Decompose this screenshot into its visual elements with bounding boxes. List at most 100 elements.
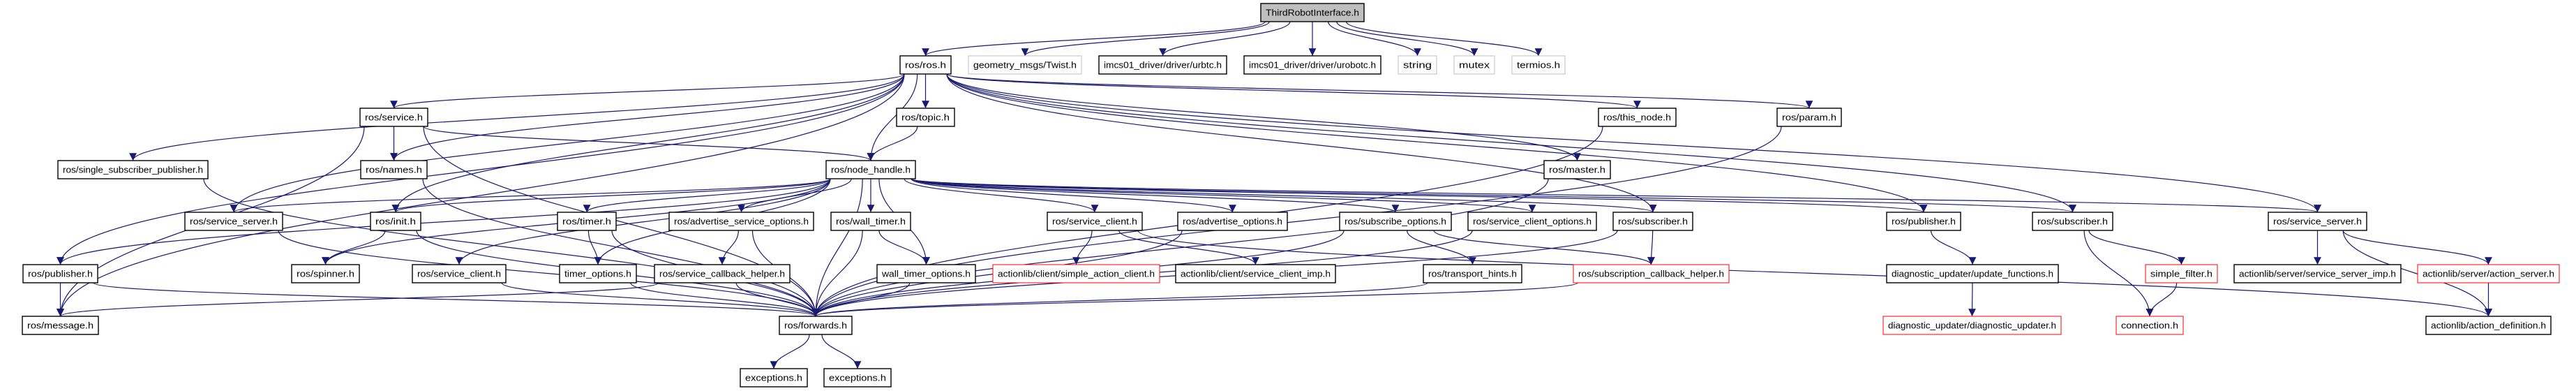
graph-node[interactable]: ros/subscription_callback_helper.h [1573,264,1730,283]
node-box [1573,264,1730,283]
node-box [825,160,916,179]
node-label: ThirdRobotInterface.h [1266,8,1359,18]
node-box [830,212,911,231]
graph-node[interactable]: ros/forwards.h [779,316,853,335]
node-label: actionlib/server/action_server.h [2423,269,2554,279]
graph-node[interactable]: ros/subscriber.h [2032,212,2113,231]
node-label: ros/advertise_options.h [1183,216,1282,227]
node-label: geometry_msgs/Twist.h [973,60,1077,71]
graph-edge [867,73,918,161]
node-label: actionlib/server/service_server_imp.h [2239,269,2396,279]
graph-edge [811,230,863,317]
graph-node[interactable]: ros/spinner.h [291,264,360,283]
graph-edge [911,178,2076,213]
graph-node[interactable]: ros/service_callback_helper.h [654,264,791,283]
graph-node[interactable]: ros/this_node.h [1598,108,1677,127]
node-box [1612,212,1693,231]
graph-node[interactable]: ros/node_handle.h [825,160,916,179]
graph-node[interactable]: actionlib/server/action_server.h [2417,264,2560,283]
graph-node[interactable]: imcs01_driver/driver/urobotc.h [1243,55,1381,75]
graph-node[interactable]: ros/service.h [359,108,428,127]
node-label: ros/master.h [1549,165,1605,175]
graph-node[interactable]: ros/timer.h [557,212,617,231]
graph-node[interactable]: actionlib/client/simple_action_client.h [992,264,1160,283]
graph-node[interactable]: actionlib/client/service_client_imp.h [1175,264,1336,283]
graph-node[interactable]: ros/service_client.h [412,264,507,283]
graph-node[interactable]: ros/publisher.h [1886,212,1961,231]
node-box [2417,264,2560,283]
node-label: exceptions.h [745,373,802,383]
node-box [823,368,892,388]
graph-node[interactable]: timer_options.h [559,264,637,283]
node-label: diagnostic_updater/diagnostic_updater.h [1888,320,2056,331]
graph-node[interactable]: exceptions.h [823,368,892,388]
graph-node[interactable]: ros/service_server.h [184,212,283,231]
node-box [1598,108,1677,127]
graph-edge [718,230,739,265]
graph-node[interactable]: ros/message.h [22,316,99,335]
node-box [1882,316,2062,335]
node-box [1177,212,1288,231]
graph-node: string [1398,55,1437,75]
graph-edge [391,73,905,213]
graph-node[interactable]: ros/wall_timer.h [830,212,911,231]
graph-node[interactable]: actionlib/server/service_server_imp.h [2233,264,2402,283]
graph-edge [811,178,863,317]
node-box [557,212,617,231]
graph-node[interactable]: ros/publisher.h [22,264,98,283]
graph-node[interactable]: ros/transport_hints.h [1423,264,1522,283]
graph-node[interactable]: actionlib/action_definition.h [2425,316,2552,335]
node-label: ros/message.h [27,320,93,331]
node-label: connection.h [2121,320,2178,331]
graph-node[interactable]: ros/topic.h [896,108,955,127]
graph-node[interactable]: ros/advertise_service_options.h [668,212,814,231]
graph-node[interactable]: diagnostic_updater/update_functions.h [1886,264,2059,283]
graph-edge [946,73,1581,161]
graph-node[interactable]: ros/master.h [1543,160,1611,179]
node-box [1098,55,1227,75]
node-label: wall_timer_options.h [881,269,971,279]
node-label: ros/advertise_service_options.h [674,216,809,227]
node-box [896,108,955,127]
graph-edge [946,73,2076,213]
graph-edge [821,334,862,369]
graph-node[interactable]: ros/init.h [370,212,421,231]
node-label: ros/this_node.h [1603,112,1671,123]
node-label: ros/service_client.h [1052,216,1137,227]
graph-node[interactable]: ros/param.h [1776,108,1842,127]
graph-node[interactable]: connection.h [2116,316,2184,335]
graph-edge [1930,230,1977,265]
node-box [1511,55,1566,75]
graph-edge [322,230,386,265]
node-label: ros/node_handle.h [831,165,911,175]
graph-node[interactable]: ros/service_client_options.h [1467,212,1597,231]
graph-node[interactable]: ros/ros.h [899,55,952,75]
graph-node[interactable]: ros/subscribe_options.h [1339,212,1452,231]
graph-edge [737,178,852,213]
node-box [184,212,283,231]
graph-node[interactable]: wall_timer_options.h [876,264,976,283]
graph-edge [57,178,831,265]
graph-node[interactable]: exceptions.h [740,368,808,388]
graph-edge [203,178,820,317]
graph-node[interactable]: imcs01_driver/driver/urbtc.h [1098,55,1227,75]
node-box [1886,264,2059,283]
graph-node[interactable]: diagnostic_updater/diagnostic_updater.h [1882,316,2062,335]
graph-edge [946,73,1928,213]
node-label: diagnostic_updater/update_functions.h [1892,269,2053,279]
node-box [1543,160,1611,179]
nodes-layer: ThirdRobotInterface.h ros/ros.h geometry_m… [22,3,2560,388]
graph-edge [911,178,1236,213]
node-label: imcs01_driver/driver/urobotc.h [1249,60,1376,71]
graph-node[interactable]: ros/service_server.h [2268,212,2367,231]
graph-node[interactable]: simple_filter.h [2145,264,2218,283]
graph-node[interactable]: ros/advertise_options.h [1177,212,1288,231]
graph-edge [1021,21,1270,57]
graph-node[interactable]: ros/single_subscriber_publisher.h [57,160,209,179]
graph-node[interactable]: ros/subscriber.h [1612,212,1693,231]
graph-node[interactable]: ros/names.h [360,160,428,179]
graph-edge [129,73,905,161]
node-box [2032,212,2113,231]
graph-node[interactable]: ros/service_client.h [1047,212,1143,231]
node-label: ros/subscription_callback_helper.h [1578,269,1724,279]
